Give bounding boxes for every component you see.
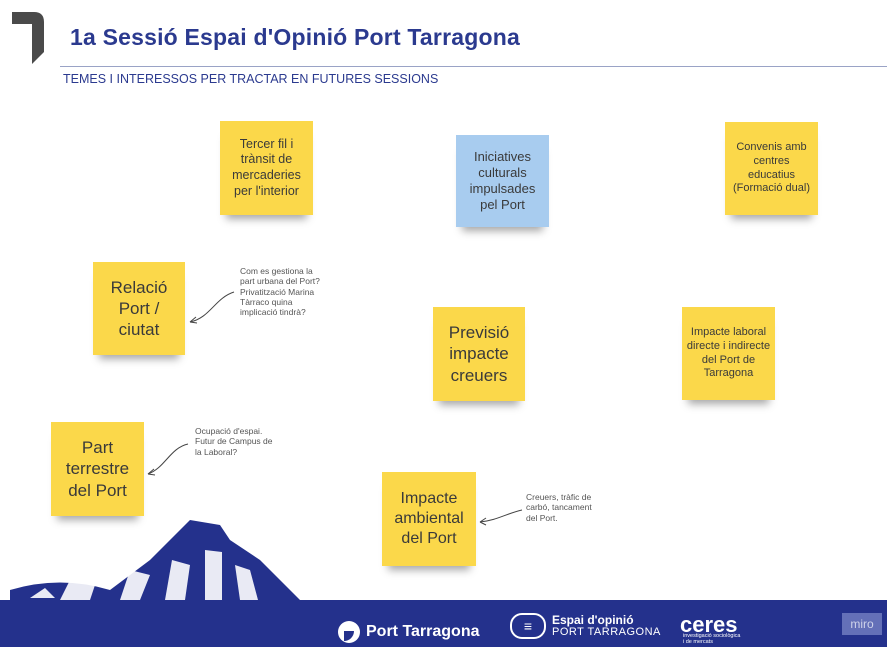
comment-line: del Port. <box>526 512 558 523</box>
connector-arrow <box>479 509 523 523</box>
connector-arrow-head <box>189 316 198 324</box>
speech-bubble-icon: ≡ <box>510 613 546 639</box>
comment-line: Creuers, tràfic de <box>526 492 592 502</box>
page-subtitle: TEMES I INTERESSOS PER TRACTAR EN FUTURE… <box>63 72 439 86</box>
sticky-note-convenis[interactable]: Convenis amb centres educatius (Formació… <box>725 122 818 215</box>
miro-badge[interactable]: miro <box>842 613 882 635</box>
page-title: 1a Sessió Espai d'Opinió Port Tarragona <box>70 24 520 50</box>
port-tarragona-logo: Port Tarragona <box>338 621 480 643</box>
sticky-note-text: Part terrestre del Port <box>65 438 130 500</box>
sticky-note-part-terrestre[interactable]: Part terrestre del Port <box>51 422 144 516</box>
comment-line: carbó, tancament <box>526 502 592 513</box>
connector-arrow <box>189 291 235 323</box>
comment-line: Com es gestiona la <box>240 266 313 276</box>
sticky-note-text: Iniciatives culturals impulsades pel Por… <box>469 148 536 213</box>
comment-part-terrestre[interactable]: Ocupació d'espai. Futur de Campus de la … <box>195 426 272 457</box>
espai-opinio-line2: PORT TARRAGONA <box>552 625 661 638</box>
sticky-note-impacte-laboral[interactable]: Impacte laboral directe i indirecte del … <box>682 307 775 400</box>
sticky-note-relacio[interactable]: Relació Port / ciutat <box>93 262 185 355</box>
connector-arrow-head <box>147 468 156 476</box>
comment-relacio[interactable]: Com es gestiona la part urbana del Port?… <box>240 266 320 318</box>
sticky-note-text: Impacte ambiental del Port <box>394 490 464 547</box>
sticky-note-text: Convenis amb centres educatius (Formació… <box>732 141 811 195</box>
ceres-logo: ceres <box>680 612 738 637</box>
comment-line: Privatització Marina <box>240 286 315 297</box>
sticky-note-text: Previsió impacte creuers <box>448 323 510 385</box>
ceres-tagline-line: investigació sociològica <box>683 633 741 639</box>
brand-logo-icon <box>12 12 44 64</box>
ceres-tagline-line: i de mercats <box>683 639 713 646</box>
title-divider <box>60 66 887 67</box>
sticky-note-impacte-ambiental[interactable]: Impacte ambiental del Port <box>382 472 476 566</box>
ceres-tagline: investigació sociològica i de mercats <box>683 633 740 645</box>
port-map-illustration <box>10 520 300 600</box>
port-tarragona-icon <box>338 621 360 643</box>
sticky-note-text: Tercer fil i trànsit de mercaderies per … <box>232 136 301 198</box>
espai-opinio-logo: ≡ Espai d'opinió PORT TARRAGONA <box>510 613 661 639</box>
port-tarragona-label: Port Tarragona <box>366 623 480 640</box>
sticky-note-previsio[interactable]: Previsió impacte creuers <box>433 307 525 401</box>
sticky-note-text: Relació Port / ciutat <box>110 277 168 340</box>
connector-arrow-head <box>479 517 487 526</box>
comment-line: Futur de Campus de <box>195 436 273 447</box>
comment-impacte-ambiental[interactable]: Creuers, tràfic de carbó, tancament del … <box>526 492 592 523</box>
comment-line: Tàrraco quina <box>240 297 293 308</box>
comment-line: Ocupació d'espai. <box>195 426 263 436</box>
connector-arrow <box>147 443 189 475</box>
comment-line: la Laboral? <box>195 446 238 457</box>
sticky-note-iniciatives[interactable]: Iniciatives culturals impulsades pel Por… <box>456 135 549 227</box>
espai-opinio-line1: Espai d'opinió <box>552 612 634 627</box>
comment-line: part urbana del Port? <box>240 276 320 287</box>
sticky-note-tercer-fil[interactable]: Tercer fil i trànsit de mercaderies per … <box>220 121 313 215</box>
comment-line: implicació tindrà? <box>240 307 306 318</box>
footer-bar <box>0 600 887 647</box>
sticky-note-text: Impacte laboral directe i indirecte del … <box>686 326 771 380</box>
